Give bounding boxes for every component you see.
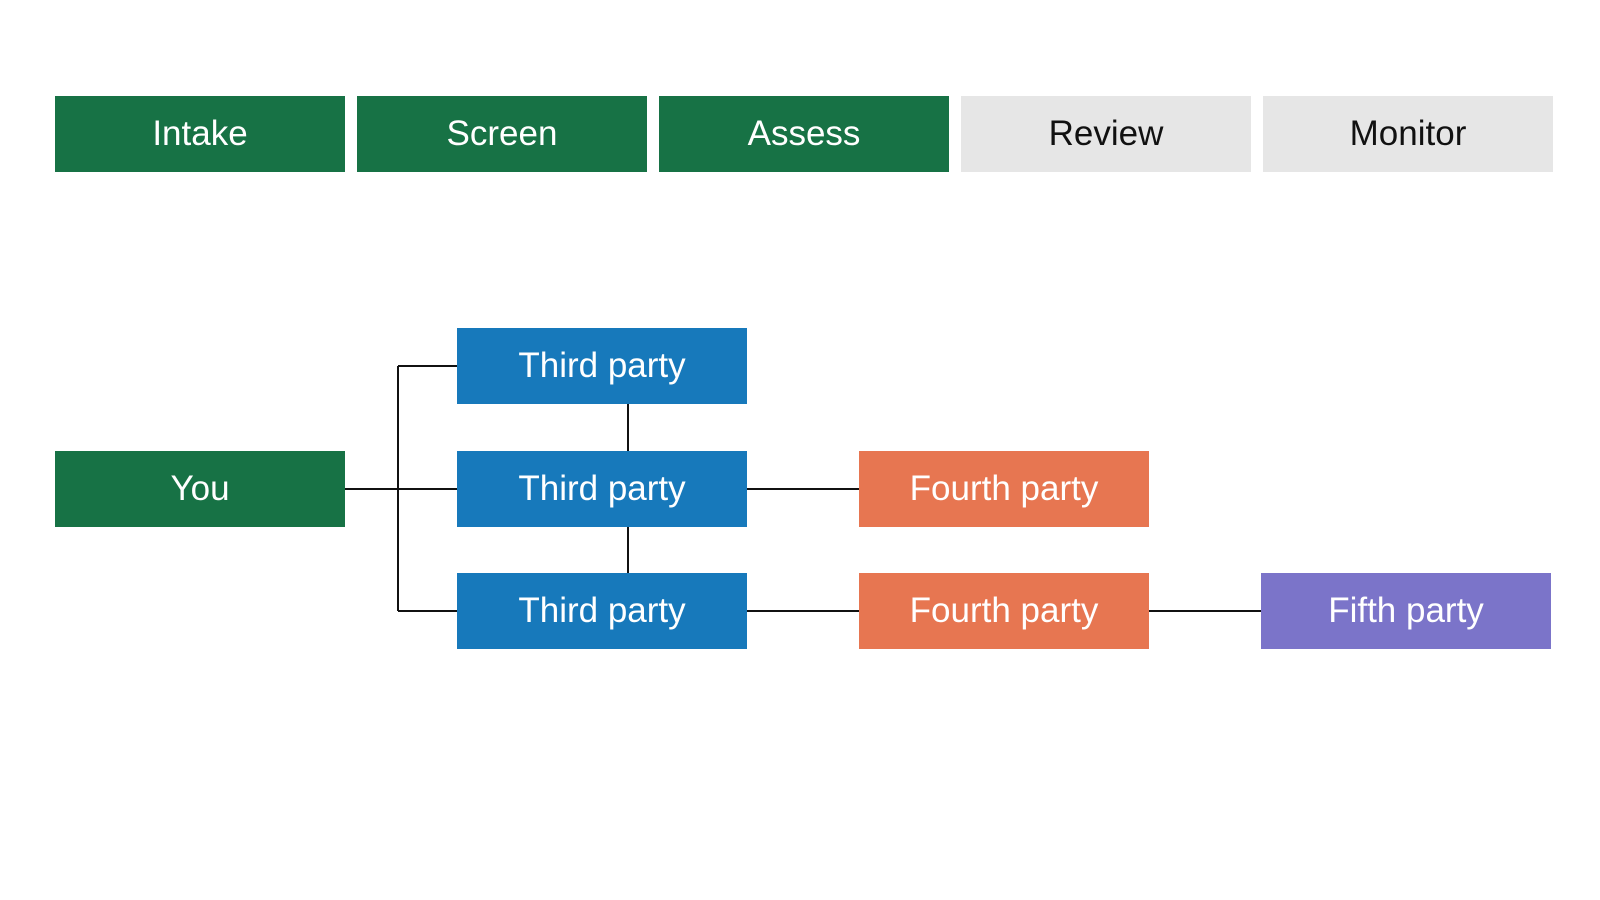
stage-assess: Assess (659, 96, 949, 172)
node-third-party-2: Third party (457, 451, 747, 527)
stage-monitor: Monitor (1263, 96, 1553, 172)
node-you: You (55, 451, 345, 527)
node-fourth-party-1: Fourth party (859, 451, 1149, 527)
node-third-party-3: Third party (457, 573, 747, 649)
node-third-party-1: Third party (457, 328, 747, 404)
stage-intake: Intake (55, 96, 345, 172)
stage-screen: Screen (357, 96, 647, 172)
stage-review: Review (961, 96, 1251, 172)
node-fifth-party: Fifth party (1261, 573, 1551, 649)
node-fourth-party-2: Fourth party (859, 573, 1149, 649)
